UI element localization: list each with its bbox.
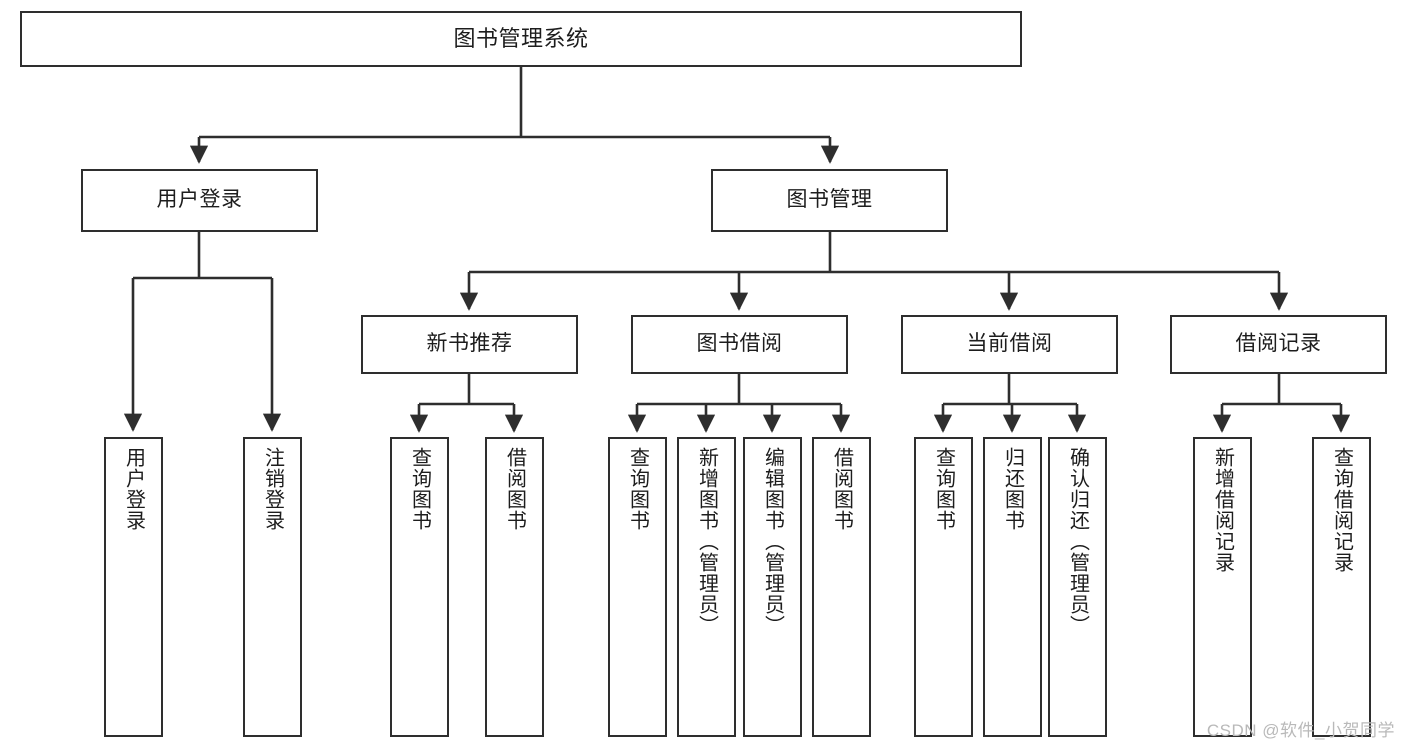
node-book-manage[interactable]: 图书管理 [711,169,948,232]
node-leaf-query-book-2-label: 查询图书 [626,447,649,531]
node-leaf-logout-login[interactable]: 注销登录 [243,437,302,737]
node-leaf-edit-book-label: 编辑图书（管理员） [761,447,784,636]
node-leaf-edit-book[interactable]: 编辑图书（管理员） [743,437,802,737]
node-borrow-record-label: 借阅记录 [1235,332,1322,356]
node-leaf-borrow-book-2[interactable]: 借阅图书 [812,437,871,737]
node-leaf-borrow-book-1-label: 借阅图书 [503,447,526,531]
node-current-borrow[interactable]: 当前借阅 [901,315,1118,374]
node-leaf-query-record[interactable]: 查询借阅记录 [1312,437,1371,737]
node-new-book-recommend[interactable]: 新书推荐 [361,315,578,374]
node-new-book-recommend-label: 新书推荐 [426,332,513,356]
node-leaf-add-record-label: 新增借阅记录 [1211,447,1234,573]
node-book-manage-label: 图书管理 [786,188,873,212]
node-current-borrow-label: 当前借阅 [966,332,1053,356]
node-leaf-query-book-2[interactable]: 查询图书 [608,437,667,737]
node-leaf-query-book-3-label: 查询图书 [932,447,955,531]
watermark: CSDN @软件_小贺同学 [1206,721,1395,740]
node-leaf-user-login-label: 用户登录 [122,447,145,531]
node-leaf-return-book[interactable]: 归还图书 [983,437,1042,737]
node-root-label: 图书管理系统 [453,26,589,52]
node-leaf-confirm-return[interactable]: 确认归还（管理员） [1048,437,1107,737]
node-leaf-add-book-label: 新增图书（管理员） [695,447,718,636]
node-leaf-confirm-return-label: 确认归还（管理员） [1066,447,1089,636]
node-leaf-return-book-label: 归还图书 [1001,447,1024,531]
node-user-login-label: 用户登录 [156,188,243,212]
node-leaf-borrow-book-1[interactable]: 借阅图书 [485,437,544,737]
node-leaf-query-book-1-label: 查询图书 [408,447,431,531]
node-leaf-logout-login-label: 注销登录 [261,447,284,531]
node-leaf-query-book-1[interactable]: 查询图书 [390,437,449,737]
node-borrow-record[interactable]: 借阅记录 [1170,315,1387,374]
node-leaf-borrow-book-2-label: 借阅图书 [830,447,853,531]
node-book-borrow[interactable]: 图书借阅 [631,315,848,374]
node-root[interactable]: 图书管理系统 [20,11,1022,67]
node-book-borrow-label: 图书借阅 [696,332,783,356]
node-leaf-add-book[interactable]: 新增图书（管理员） [677,437,736,737]
node-leaf-add-record[interactable]: 新增借阅记录 [1193,437,1252,737]
node-leaf-user-login[interactable]: 用户登录 [104,437,163,737]
node-leaf-query-book-3[interactable]: 查询图书 [914,437,973,737]
node-user-login[interactable]: 用户登录 [81,169,318,232]
node-leaf-query-record-label: 查询借阅记录 [1330,447,1353,573]
